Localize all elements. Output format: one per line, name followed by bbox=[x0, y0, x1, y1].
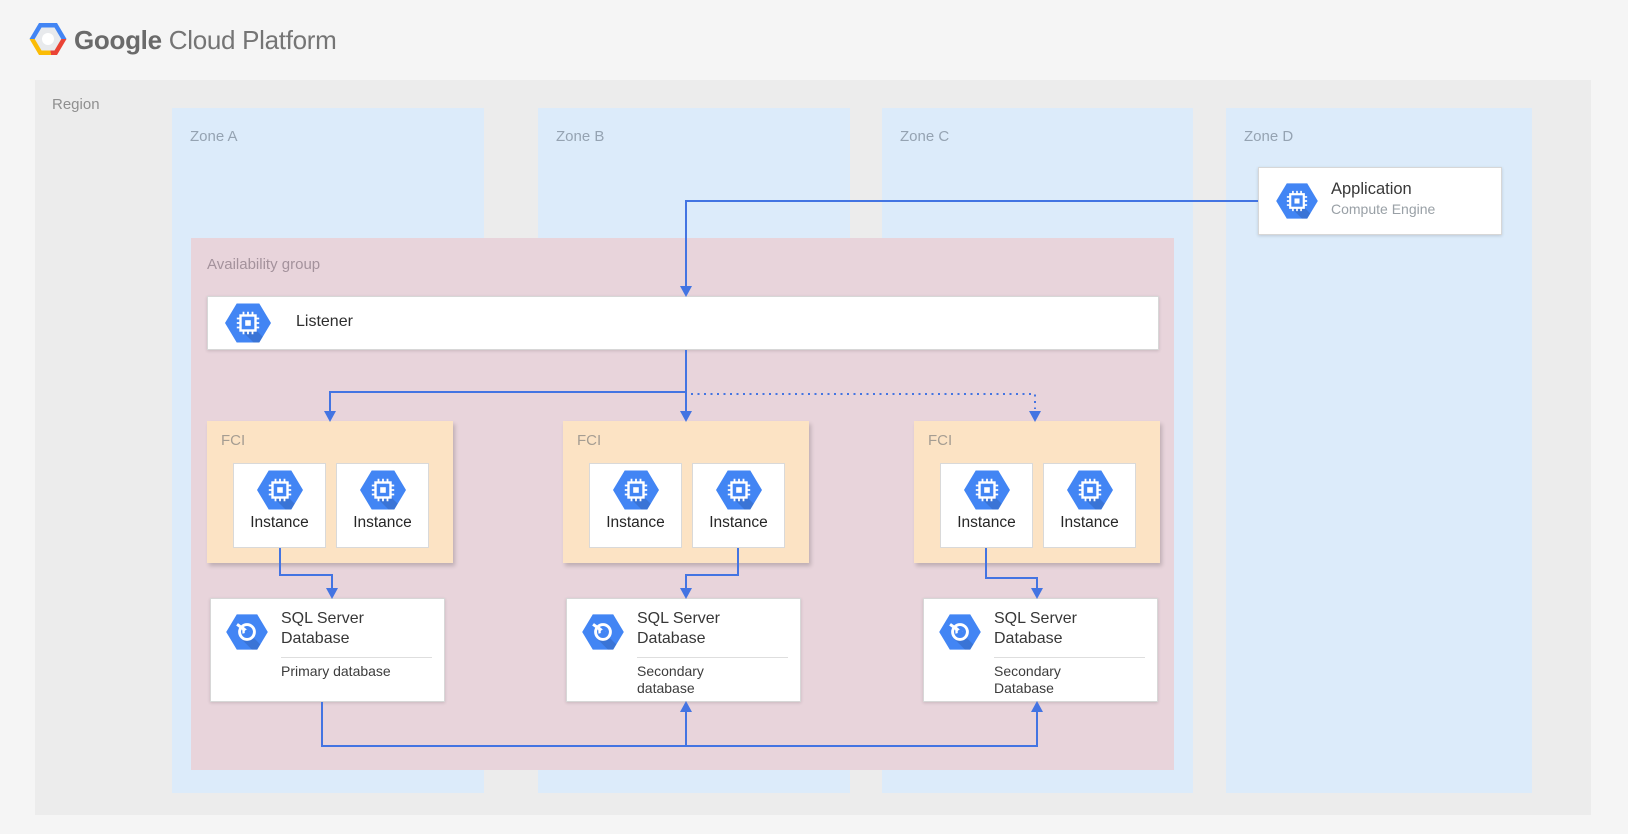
fci-label: FCI bbox=[928, 432, 953, 449]
availability-group-label: Availability group bbox=[207, 256, 321, 273]
zone-d-label: Zone D bbox=[1244, 128, 1294, 145]
instance-card: Instance bbox=[940, 463, 1033, 548]
sql-database-secondary-box: SQL Server Database Secondary Database bbox=[923, 598, 1158, 702]
sql-database-secondary-box: SQL Server Database Secondary database bbox=[566, 598, 801, 702]
google-cloud-platform-logo-icon bbox=[28, 21, 68, 57]
sql-database-title: SQL Server Database bbox=[637, 610, 720, 647]
instance-card: Instance bbox=[1043, 463, 1136, 548]
availability-group: Availability group Listener FCI Instance… bbox=[191, 238, 1174, 770]
instance-label: Instance bbox=[1060, 514, 1119, 531]
instance-card: Instance bbox=[233, 463, 326, 548]
application-subtitle: Compute Engine bbox=[1331, 201, 1436, 217]
instance-card: Instance bbox=[589, 463, 682, 548]
instance-card: Instance bbox=[336, 463, 429, 548]
fci-group-zone-c: FCI Instance Instance bbox=[914, 421, 1160, 563]
region-label: Region bbox=[52, 96, 100, 113]
region-container: Region Zone A Zone B Zone C Zone D Appli… bbox=[35, 80, 1591, 815]
sql-database-title: SQL Server Database bbox=[281, 610, 364, 647]
sql-database-role: Secondary Database bbox=[994, 663, 1061, 696]
fci-label: FCI bbox=[577, 432, 602, 449]
fci-group-zone-a: FCI Instance Instance bbox=[207, 421, 453, 563]
application-title: Application bbox=[1331, 180, 1412, 198]
instance-label: Instance bbox=[606, 514, 665, 531]
listener-label: Listener bbox=[296, 313, 353, 330]
sql-database-title: SQL Server Database bbox=[994, 610, 1077, 647]
sql-database-text: SQL Server Database Primary database bbox=[281, 609, 432, 680]
compute-engine-icon bbox=[612, 469, 660, 511]
divider bbox=[281, 657, 432, 658]
instance-label: Instance bbox=[353, 514, 412, 531]
cloud-sql-icon bbox=[581, 613, 625, 651]
instance-label: Instance bbox=[957, 514, 1016, 531]
sql-database-text: SQL Server Database Secondary Database bbox=[994, 609, 1145, 697]
compute-engine-icon bbox=[963, 469, 1011, 511]
listener-box: Listener bbox=[207, 296, 1159, 350]
compute-engine-icon bbox=[359, 469, 407, 511]
compute-engine-icon bbox=[224, 302, 272, 344]
application-text: Application Compute Engine bbox=[1331, 179, 1435, 219]
sql-database-primary-box: SQL Server Database Primary database bbox=[210, 598, 445, 702]
sql-database-role: Secondary database bbox=[637, 663, 704, 696]
compute-engine-icon bbox=[715, 469, 763, 511]
brand-cloud-platform: Cloud Platform bbox=[168, 25, 337, 55]
cloud-sql-icon bbox=[938, 613, 982, 651]
divider bbox=[637, 657, 788, 658]
instance-label: Instance bbox=[709, 514, 768, 531]
cloud-sql-icon bbox=[225, 613, 269, 651]
compute-engine-icon bbox=[1275, 182, 1319, 220]
sql-database-role: Primary database bbox=[281, 663, 391, 679]
zone-a-label: Zone A bbox=[190, 128, 238, 145]
compute-engine-icon bbox=[1066, 469, 1114, 511]
brand-google: Google bbox=[74, 25, 162, 55]
fci-group-zone-b: FCI Instance Instance bbox=[563, 421, 809, 563]
instance-card: Instance bbox=[692, 463, 785, 548]
instance-label: Instance bbox=[250, 514, 309, 531]
zone-c-label: Zone C bbox=[900, 128, 950, 145]
compute-engine-icon bbox=[256, 469, 304, 511]
zone-b-label: Zone B bbox=[556, 128, 605, 145]
fci-label: FCI bbox=[221, 432, 246, 449]
application-box: Application Compute Engine bbox=[1258, 167, 1502, 235]
sql-database-text: SQL Server Database Secondary database bbox=[637, 609, 788, 697]
divider bbox=[994, 657, 1145, 658]
